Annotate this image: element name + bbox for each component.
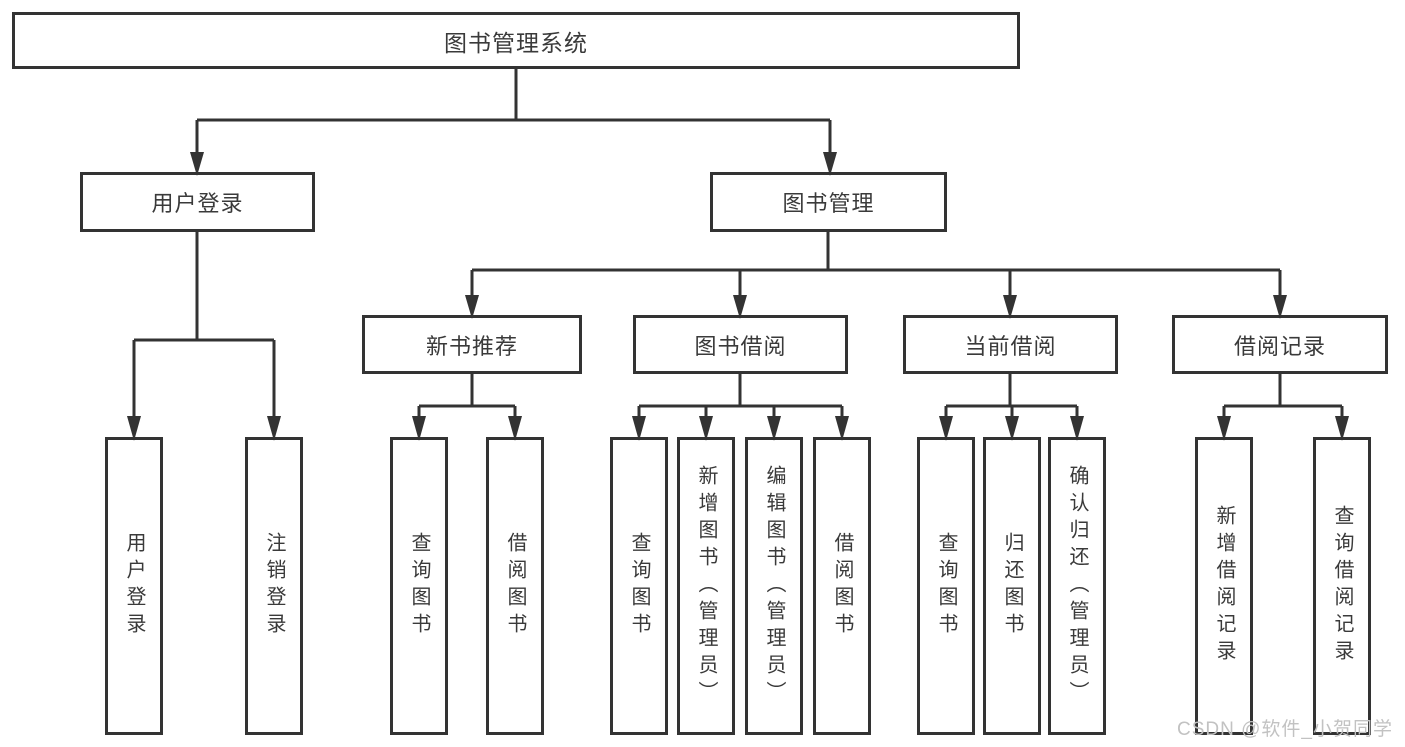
leaf-rec-query-books: 查询图书 bbox=[390, 437, 448, 735]
leaf-cb-return-books: 归还图书 bbox=[983, 437, 1041, 735]
watermark: CSDN @软件_小贺同学 bbox=[1177, 719, 1393, 740]
node-system-root: 图书管理系统 bbox=[12, 12, 1020, 69]
leaf-user-login-label: 用户登录 bbox=[123, 532, 145, 640]
node-current-borrowing: 当前借阅 bbox=[903, 315, 1118, 374]
leaf-user-login: 用户登录 bbox=[105, 437, 163, 735]
leaf-bb-add-books-admin: 新增图书（管理员） bbox=[677, 437, 735, 735]
leaf-rec-borrow-books: 借阅图书 bbox=[486, 437, 544, 735]
leaf-cb-return-books-label: 归还图书 bbox=[1001, 532, 1023, 640]
leaf-br-query-record-label: 查询借阅记录 bbox=[1331, 505, 1353, 667]
node-book-borrowing: 图书借阅 bbox=[633, 315, 848, 374]
node-user-login: 用户登录 bbox=[80, 172, 315, 232]
node-book-management: 图书管理 bbox=[710, 172, 947, 232]
leaf-bb-query-books-label: 查询图书 bbox=[628, 532, 650, 640]
leaf-br-add-record: 新增借阅记录 bbox=[1195, 437, 1253, 735]
leaf-bb-borrow-books: 借阅图书 bbox=[813, 437, 871, 735]
leaf-cb-query-books-label: 查询图书 bbox=[935, 532, 957, 640]
leaf-bb-edit-books-admin: 编辑图书（管理员） bbox=[745, 437, 803, 735]
leaf-bb-add-books-admin-label: 新增图书（管理员） bbox=[695, 464, 717, 708]
leaf-logout: 注销登录 bbox=[245, 437, 303, 735]
leaf-br-query-record: 查询借阅记录 bbox=[1313, 437, 1371, 735]
leaf-bb-borrow-books-label: 借阅图书 bbox=[831, 532, 853, 640]
leaf-bb-query-books: 查询图书 bbox=[610, 437, 668, 735]
leaf-cb-confirm-return-admin-label: 确认归还（管理员） bbox=[1066, 464, 1088, 708]
leaf-bb-edit-books-admin-label: 编辑图书（管理员） bbox=[763, 464, 785, 708]
node-borrow-records: 借阅记录 bbox=[1172, 315, 1388, 374]
leaf-logout-label: 注销登录 bbox=[263, 532, 285, 640]
leaf-cb-query-books: 查询图书 bbox=[917, 437, 975, 735]
leaf-rec-query-books-label: 查询图书 bbox=[408, 532, 430, 640]
node-new-book-recommend: 新书推荐 bbox=[362, 315, 582, 374]
leaf-rec-borrow-books-label: 借阅图书 bbox=[504, 532, 526, 640]
leaf-cb-confirm-return-admin: 确认归还（管理员） bbox=[1048, 437, 1106, 735]
leaf-br-add-record-label: 新增借阅记录 bbox=[1213, 505, 1235, 667]
